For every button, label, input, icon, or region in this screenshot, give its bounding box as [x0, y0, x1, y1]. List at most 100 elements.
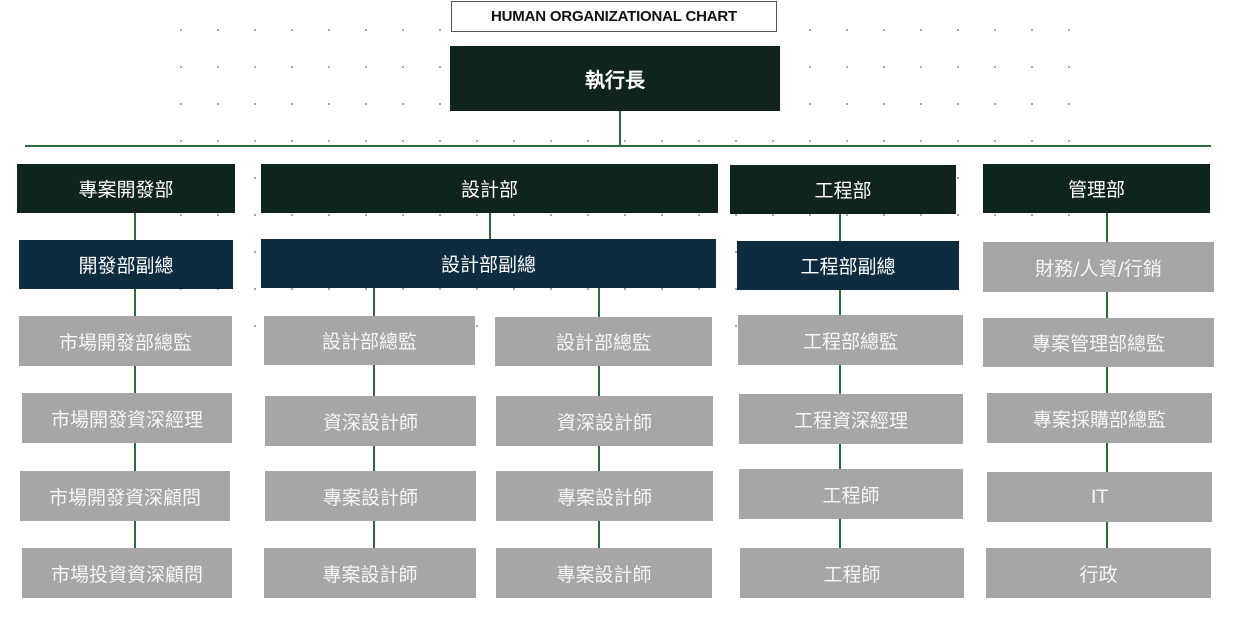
grid-dot — [291, 140, 293, 142]
grid-dot — [180, 288, 182, 290]
grid-dot — [254, 214, 256, 216]
staff-box[interactable]: 工程部總監 — [738, 315, 963, 365]
grid-dot — [328, 140, 330, 142]
grid-dot — [809, 29, 811, 31]
grid-dot — [291, 29, 293, 31]
grid-dot — [476, 288, 478, 290]
grid-dot — [180, 66, 182, 68]
staff-box[interactable]: 設計部總監 — [264, 316, 475, 365]
dept-header-design[interactable]: 設計部 — [261, 164, 718, 213]
grid-dot — [883, 140, 885, 142]
grid-dot — [217, 288, 219, 290]
grid-dot — [957, 214, 959, 216]
staff-box[interactable]: IT — [987, 472, 1212, 522]
grid-dot — [513, 214, 515, 216]
staff-box[interactable]: 市場開發資深經理 — [22, 393, 232, 443]
grid-dot — [809, 140, 811, 142]
ceo-box[interactable]: 執行長 — [450, 46, 780, 111]
staff-box[interactable]: 資深設計師 — [496, 396, 713, 446]
grid-dot — [1068, 140, 1070, 142]
grid-dot — [920, 103, 922, 105]
staff-box[interactable]: 市場開發部總監 — [19, 316, 232, 366]
staff-box[interactable]: 專案設計師 — [496, 471, 713, 521]
grid-dot — [735, 251, 737, 253]
staff-box[interactable]: 工程資深經理 — [739, 394, 963, 444]
grid-dot — [254, 251, 256, 253]
staff-box[interactable]: 專案設計師 — [496, 548, 712, 598]
grid-dot — [994, 66, 996, 68]
staff-box[interactable]: 工程師 — [740, 548, 964, 598]
grid-dot — [883, 66, 885, 68]
grid-dot — [994, 29, 996, 31]
grid-dot — [402, 66, 404, 68]
grid-dot — [513, 288, 515, 290]
grid-dot — [735, 214, 737, 216]
grid-dot — [254, 288, 256, 290]
staff-box[interactable]: 專案管理部總監 — [983, 318, 1214, 367]
grid-dot — [698, 140, 700, 142]
grid-dot — [439, 29, 441, 31]
grid-dot — [957, 177, 959, 179]
grid-dot — [735, 288, 737, 290]
dept-header-project-development[interactable]: 專案開發部 — [17, 164, 235, 213]
grid-dot — [846, 66, 848, 68]
staff-box[interactable]: 資深設計師 — [265, 396, 476, 446]
grid-dot — [254, 103, 256, 105]
staff-box[interactable]: 行政 — [986, 548, 1211, 598]
grid-dot — [1031, 29, 1033, 31]
connector-ceo-to-bus — [619, 111, 621, 147]
staff-box[interactable]: 專案設計師 — [265, 471, 476, 521]
grid-dot — [402, 214, 404, 216]
grid-dot — [291, 288, 293, 290]
staff-box[interactable]: 工程師 — [739, 469, 963, 519]
grid-dot — [809, 214, 811, 216]
grid-dot — [217, 103, 219, 105]
grid-dot — [439, 66, 441, 68]
grid-dot — [365, 140, 367, 142]
grid-dot — [254, 325, 256, 327]
grid-dot — [365, 103, 367, 105]
grid-dot — [1068, 103, 1070, 105]
grid-dot — [883, 29, 885, 31]
grid-dot — [920, 29, 922, 31]
vp-box-development[interactable]: 開發部副總 — [19, 240, 233, 289]
grid-dot — [772, 140, 774, 142]
connector — [134, 366, 136, 548]
grid-dot — [550, 140, 552, 142]
dept-header-management[interactable]: 管理部 — [983, 164, 1210, 213]
grid-dot — [846, 29, 848, 31]
grid-dot — [328, 103, 330, 105]
grid-dot — [476, 214, 478, 216]
vp-box-design[interactable]: 設計部副總 — [261, 239, 716, 288]
staff-box[interactable]: 專案採購部總監 — [987, 393, 1212, 443]
grid-dot — [994, 103, 996, 105]
staff-box[interactable]: 設計部總監 — [495, 317, 712, 366]
staff-box[interactable]: 專案設計師 — [264, 548, 476, 598]
grid-dot — [550, 214, 552, 216]
grid-dot — [735, 325, 737, 327]
grid-dot — [846, 103, 848, 105]
grid-dot — [920, 66, 922, 68]
grid-dot — [328, 214, 330, 216]
staff-box[interactable]: 財務/人資/行銷 — [983, 242, 1214, 292]
grid-dot — [846, 214, 848, 216]
staff-box[interactable]: 市場投資資深顧問 — [22, 548, 232, 598]
grid-dot — [550, 288, 552, 290]
grid-dot — [883, 214, 885, 216]
grid-dot — [217, 66, 219, 68]
grid-dot — [587, 140, 589, 142]
grid-dot — [624, 288, 626, 290]
grid-dot — [957, 29, 959, 31]
staff-box[interactable]: 市場開發資深顧問 — [20, 471, 230, 521]
grid-dot — [661, 140, 663, 142]
vp-box-engineering[interactable]: 工程部副總 — [737, 241, 959, 290]
grid-dot — [476, 325, 478, 327]
grid-dot — [1031, 103, 1033, 105]
grid-dot — [1068, 29, 1070, 31]
grid-dot — [254, 140, 256, 142]
grid-dot — [402, 103, 404, 105]
dept-header-engineering[interactable]: 工程部 — [730, 165, 956, 214]
grid-dot — [180, 103, 182, 105]
grid-dot — [957, 140, 959, 142]
grid-dot — [402, 140, 404, 142]
